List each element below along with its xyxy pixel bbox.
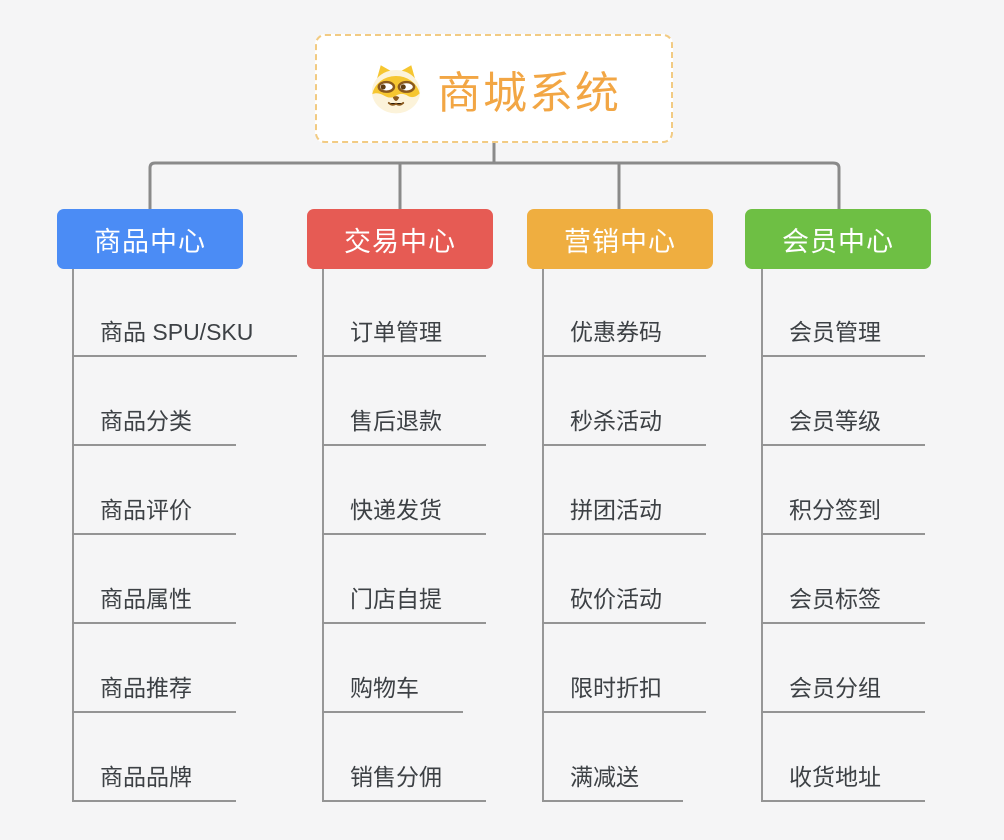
branch-label: 营销中心 xyxy=(564,226,676,257)
leaf-node[interactable]: 优惠券码 xyxy=(542,313,706,357)
leaf-node[interactable]: 会员分组 xyxy=(761,669,925,713)
leaf-node[interactable]: 商品品牌 xyxy=(72,758,236,802)
root-node[interactable]: 商城系统 xyxy=(315,34,673,143)
branch-label: 交易中心 xyxy=(344,226,456,257)
leaf-node[interactable]: 限时折扣 xyxy=(542,669,706,713)
leaf-node[interactable]: 收货地址 xyxy=(761,758,925,802)
leaf-node[interactable]: 拼团活动 xyxy=(542,491,706,535)
leaf-node[interactable]: 砍价活动 xyxy=(542,580,706,624)
branch-node-member-center[interactable]: 会员中心 xyxy=(745,209,931,269)
branch-node-marketing-center[interactable]: 营销中心 xyxy=(527,209,713,269)
leaf-node[interactable]: 商品属性 xyxy=(72,580,236,624)
leaf-node[interactable]: 商品推荐 xyxy=(72,669,236,713)
leaf-node[interactable]: 购物车 xyxy=(322,669,463,713)
leaf-node[interactable]: 积分签到 xyxy=(761,491,925,535)
leaf-node[interactable]: 门店自提 xyxy=(322,580,486,624)
leaf-node[interactable]: 会员等级 xyxy=(761,402,925,446)
branch-drop-line xyxy=(322,269,324,801)
leaf-node[interactable]: 满减送 xyxy=(542,758,683,802)
leaf-node[interactable]: 商品分类 xyxy=(72,402,236,446)
branch-drop-line xyxy=(761,269,763,801)
leaf-node[interactable]: 销售分佣 xyxy=(322,758,486,802)
leaf-node[interactable]: 订单管理 xyxy=(322,313,486,357)
branch-drop-line xyxy=(72,269,74,801)
leaf-node[interactable]: 售后退款 xyxy=(322,402,486,446)
branch-node-product-center[interactable]: 商品中心 xyxy=(57,209,243,269)
leaf-node[interactable]: 商品评价 xyxy=(72,491,236,535)
leaf-node[interactable]: 秒杀活动 xyxy=(542,402,706,446)
leaf-node[interactable]: 快递发货 xyxy=(322,491,486,535)
shiba-dog-icon xyxy=(371,65,421,114)
leaf-node[interactable]: 商品 SPU/SKU xyxy=(72,313,298,357)
branch-label: 商品中心 xyxy=(94,226,206,257)
branch-drop-line xyxy=(542,269,544,801)
root-title: 商城系统 xyxy=(437,68,621,118)
branch-node-trade-center[interactable]: 交易中心 xyxy=(307,209,493,269)
leaf-node[interactable]: 会员标签 xyxy=(761,580,925,624)
leaf-node[interactable]: 会员管理 xyxy=(761,313,925,357)
branch-label: 会员中心 xyxy=(782,226,894,257)
